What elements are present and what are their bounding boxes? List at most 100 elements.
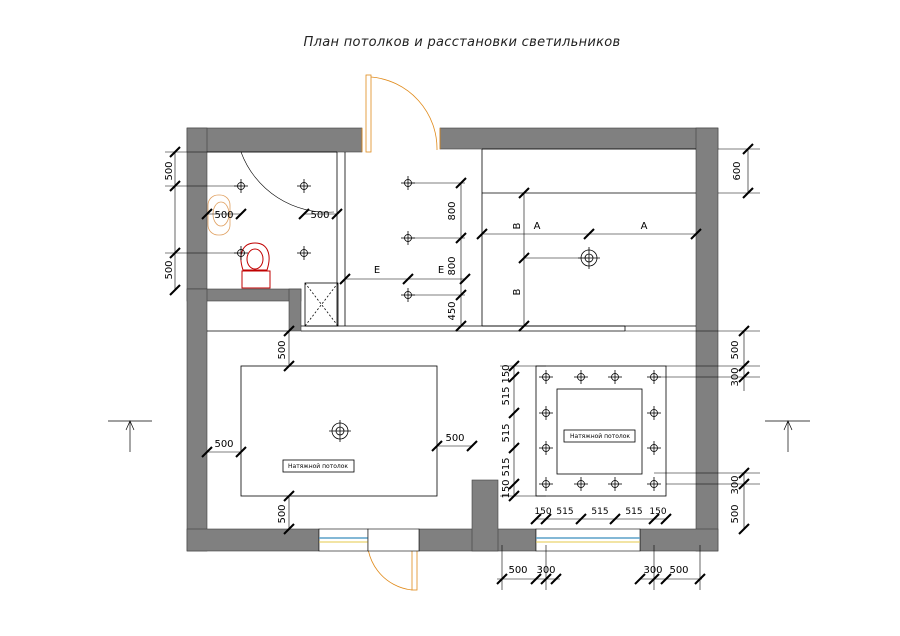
dim-label: 800 — [447, 201, 458, 220]
dimension-tick — [634, 573, 646, 585]
dimension-lines — [165, 143, 760, 590]
dimension-tick — [431, 440, 443, 452]
dimension-tick — [283, 360, 295, 372]
dimension-tick — [283, 325, 295, 337]
spotlight-icon — [539, 477, 553, 491]
dimension-tick — [609, 513, 621, 525]
dim-label: 300 — [730, 475, 741, 494]
dimension-tick — [455, 232, 467, 244]
dimension-tick — [508, 442, 520, 454]
dimension-tick — [530, 573, 542, 585]
dimension-tick — [455, 320, 467, 332]
spotlight-icon — [647, 406, 661, 420]
dim-label: 150 — [501, 364, 512, 383]
dimension-tick — [339, 273, 351, 285]
spotlight-icon — [539, 370, 553, 384]
dimension-tick — [508, 407, 520, 419]
dim-label: В — [512, 288, 523, 295]
dim-label: А — [641, 221, 648, 232]
dimension-tick — [331, 208, 343, 220]
dimension-tick — [738, 523, 750, 535]
dimension-tick — [583, 228, 595, 240]
spotlight-icon — [539, 406, 553, 420]
stretch-ceiling-room2: Натяжной потолок — [535, 365, 667, 497]
dimension-tick — [169, 284, 181, 296]
dimension-tick — [235, 446, 247, 458]
plan-title: План потолков и расстановки светильников — [304, 35, 621, 50]
dim-label: 515 — [556, 507, 573, 517]
dimension-tick — [235, 208, 247, 220]
dim-label: 515 — [501, 423, 512, 442]
dim-label: В — [512, 222, 523, 229]
bathroom-door-swing — [240, 151, 335, 213]
dimension-tick — [476, 228, 488, 240]
toilet — [240, 242, 271, 289]
chandelier-icon — [329, 420, 351, 442]
dimension-tick — [283, 523, 295, 535]
dim-label: 500 — [277, 340, 288, 359]
walls — [186, 127, 719, 552]
dimension-tick — [283, 490, 295, 502]
spotlight-icon — [574, 370, 588, 384]
dim-label: 500 — [164, 260, 175, 279]
dimension-tick — [648, 513, 660, 525]
dim-label: А — [534, 221, 541, 232]
dimension-tick — [575, 513, 587, 525]
partitions — [207, 148, 696, 332]
spotlight-icon — [297, 246, 311, 260]
dim-label: Е — [374, 265, 380, 276]
dimension-tick — [201, 208, 213, 220]
spotlight-icon — [647, 441, 661, 455]
dimension-tick — [518, 320, 530, 332]
spotlight-icon — [608, 370, 622, 384]
dimension-tick — [508, 371, 520, 383]
stretch-ceiling-label: Натяжной потолок — [570, 433, 630, 440]
section-marker-left — [108, 420, 152, 452]
dimension-tick — [550, 573, 562, 585]
dim-label: 300 — [730, 367, 741, 386]
spotlight-icon — [574, 477, 588, 491]
dimension-tick — [201, 446, 213, 458]
window-right — [535, 528, 641, 552]
dim-label: 500 — [310, 210, 329, 221]
dimension-tick — [660, 513, 672, 525]
spotlight-icon — [647, 477, 661, 491]
stretch-ceiling-living: Натяжной потолок — [240, 365, 438, 497]
dim-label: 515 — [501, 457, 512, 476]
spotlight-icon — [539, 441, 553, 455]
dimension-tick — [459, 273, 471, 285]
dimension-tick — [660, 573, 672, 585]
dimension-labels: 500 500 500 500 800 800 450 Е Е В В А А … — [164, 161, 743, 576]
entrance-door — [361, 74, 441, 153]
dim-label: 500 — [214, 210, 233, 221]
dim-label: 800 — [447, 256, 458, 275]
shower-tray — [304, 282, 339, 327]
dim-label: 150 — [501, 479, 512, 498]
dim-label: 300 — [536, 565, 555, 576]
dimension-tick — [298, 208, 310, 220]
dim-label: 300 — [643, 565, 662, 576]
dimension-tick — [455, 289, 467, 301]
window-left — [318, 528, 420, 552]
dim-label: 500 — [277, 504, 288, 523]
section-marker-right — [765, 420, 810, 452]
dim-label: 500 — [164, 161, 175, 180]
dim-label: 450 — [447, 301, 458, 320]
dimension-tick — [518, 187, 530, 199]
dim-label: 515 — [591, 507, 608, 517]
dim-label: 500 — [730, 340, 741, 359]
dim-label: 500 — [508, 565, 527, 576]
spotlight-icon — [608, 477, 622, 491]
dimension-tick — [540, 513, 552, 525]
dim-label: 150 — [534, 507, 551, 517]
dim-label: 150 — [649, 507, 666, 517]
spotlight-icon — [297, 179, 311, 193]
dim-label: 500 — [214, 439, 233, 450]
dim-label: 600 — [732, 161, 743, 180]
dim-label: 515 — [501, 386, 512, 405]
dimension-tick — [530, 513, 542, 525]
dimension-tick — [690, 228, 702, 240]
dim-label: 500 — [730, 504, 741, 523]
dimension-tick — [455, 177, 467, 189]
